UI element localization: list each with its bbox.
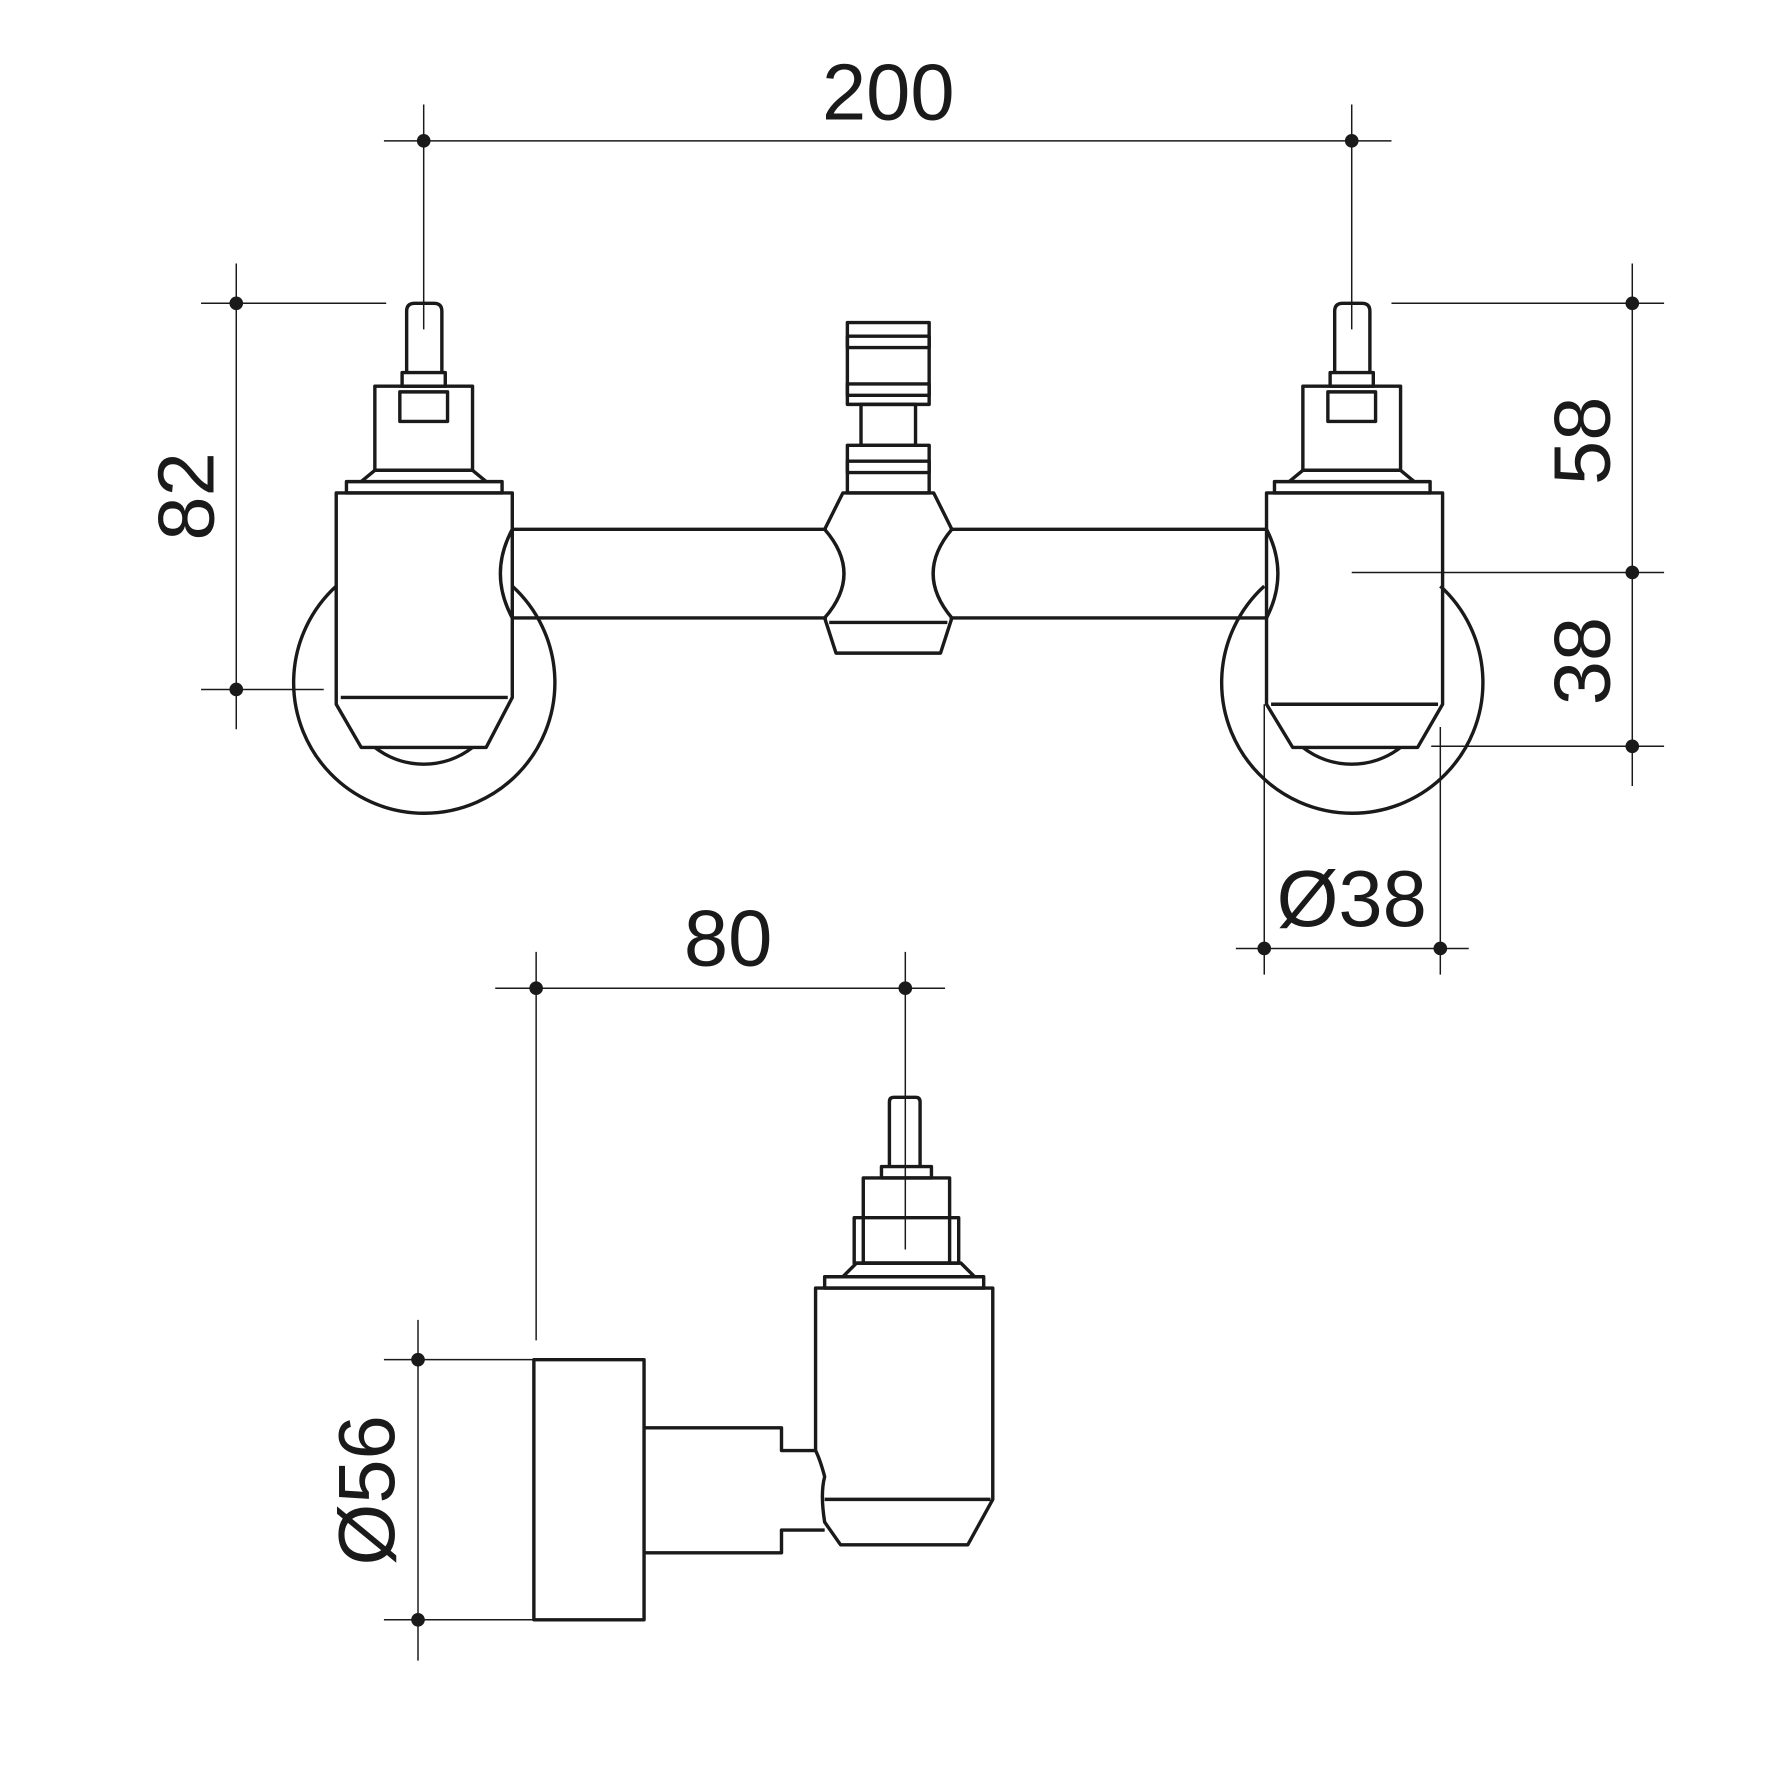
centre-outlet [822, 320, 954, 655]
left-flange [291, 584, 557, 815]
side-view [532, 1095, 995, 1622]
dim-dia-56: Ø56 [322, 1415, 411, 1565]
right-body [1264, 491, 1445, 750]
left-valve [291, 301, 557, 815]
connecting-pipe [498, 527, 1280, 620]
dim-38: 38 [1538, 617, 1627, 705]
front-view [291, 301, 1485, 815]
dim-58: 58 [1538, 397, 1627, 485]
right-flange [1220, 584, 1485, 815]
dim-200: 200 [822, 47, 955, 136]
dim-82: 82 [142, 452, 231, 540]
dimension-labels: 200 82 58 38 Ø38 80 Ø56 [142, 47, 1627, 1565]
dim-dia-38: Ø38 [1277, 854, 1427, 943]
right-valve [1220, 301, 1485, 815]
side-body [813, 1286, 995, 1547]
wall-flange [532, 1357, 646, 1622]
left-body [334, 491, 514, 750]
dim-80: 80 [684, 894, 772, 983]
dimension-lines [201, 104, 1665, 1661]
